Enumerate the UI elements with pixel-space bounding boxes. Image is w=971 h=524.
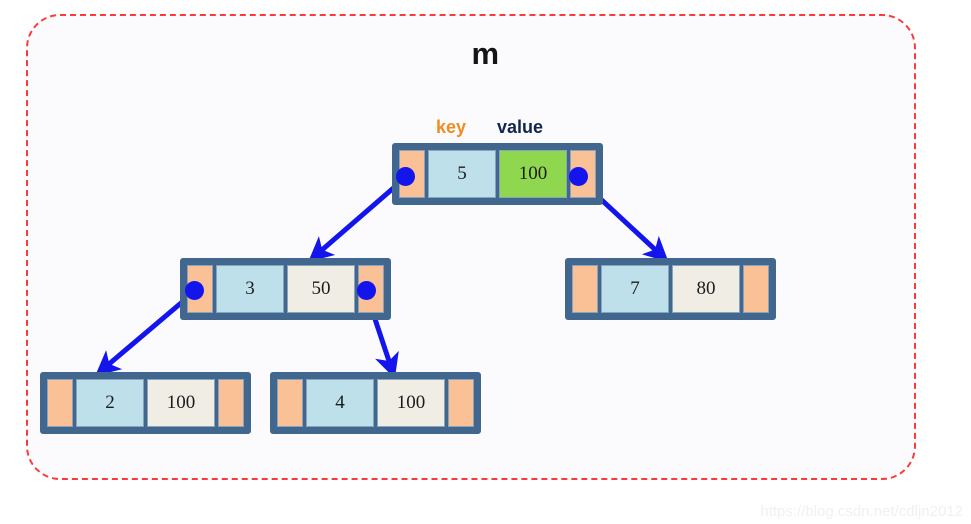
- node-n3-right-pointer-dot: [357, 281, 376, 300]
- node-n2-right-pointer-cell[interactable]: [218, 379, 244, 427]
- page-title: m: [471, 36, 500, 71]
- key-column-caption: key: [436, 117, 467, 137]
- node-n3-value-cell: 50: [287, 265, 355, 313]
- value-column-caption: value: [497, 117, 544, 137]
- tree-node-n7[interactable]: 7 80: [565, 258, 776, 320]
- node-root-left-pointer-dot: [396, 167, 415, 186]
- node-n7-right-pointer-cell[interactable]: [743, 265, 769, 313]
- node-n3-key-cell: 3: [216, 265, 284, 313]
- node-n4-left-pointer-cell[interactable]: [277, 379, 303, 427]
- node-n3-left-pointer-dot: [185, 281, 204, 300]
- node-n7-value-cell: 80: [672, 265, 740, 313]
- tree-node-n2[interactable]: 2 100: [40, 372, 251, 434]
- node-n4-value-cell: 100: [377, 379, 445, 427]
- tree-node-n4[interactable]: 4 100: [270, 372, 481, 434]
- node-n4-key-cell: 4: [306, 379, 374, 427]
- node-n2-left-pointer-cell[interactable]: [47, 379, 73, 427]
- node-n7-left-pointer-cell[interactable]: [572, 265, 598, 313]
- node-n2-value-cell: 100: [147, 379, 215, 427]
- node-root-value-cell: 100: [499, 150, 567, 198]
- node-n4-right-pointer-cell[interactable]: [448, 379, 474, 427]
- watermark-text: https://blog.csdn.net/cdljn2012: [760, 503, 963, 520]
- node-root-right-pointer-dot: [569, 167, 588, 186]
- tree-node-root[interactable]: 5 100: [392, 143, 603, 205]
- node-root-key-cell: 5: [428, 150, 496, 198]
- node-n2-key-cell: 2: [76, 379, 144, 427]
- node-n7-key-cell: 7: [601, 265, 669, 313]
